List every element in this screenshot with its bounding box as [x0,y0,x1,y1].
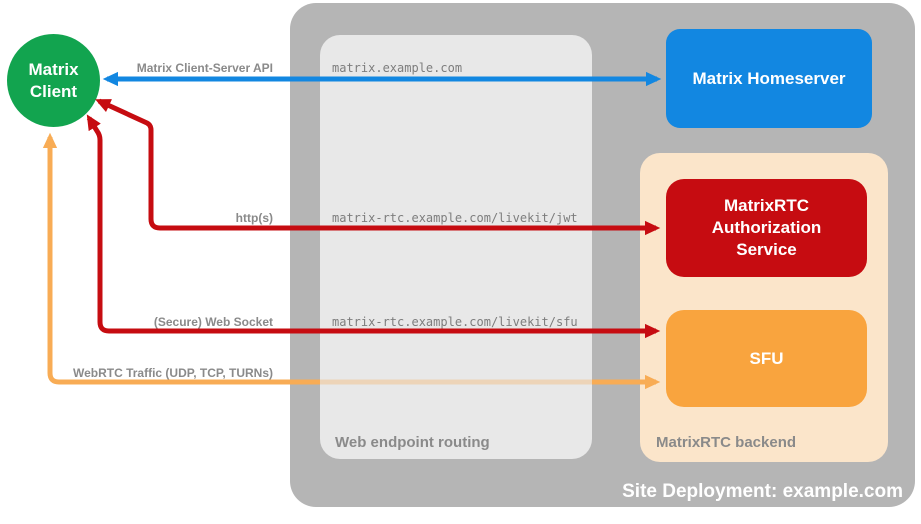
matrix-homeserver-node: Matrix Homeserver [666,29,872,128]
homeserver-endpoint-url: matrix.example.com [332,61,463,75]
web-endpoint-routing-caption: Web endpoint routing [335,434,490,451]
matrixrtc-backend-caption: MatrixRTC backend [656,434,797,451]
cs-api-arrow-label: Matrix Client-Server API [136,61,273,75]
site-deployment-caption: Site Deployment: example.com [622,481,903,502]
matrix-client-label-line2: Client [29,81,78,101]
webrtc-arrow-label: WebRTC Traffic (UDP, TCP, TURNs) [72,366,273,380]
web-endpoint-routing-container [320,35,592,459]
matrix-client-node: Matrix Client [7,34,100,127]
sfu-node: SFU [666,310,867,407]
https-arrow-label: http(s) [235,211,273,225]
jwt-endpoint-url: matrix-rtc.example.com/livekit/jwt [332,211,578,225]
websocket-arrow-label: (Secure) Web Socket [153,315,273,329]
sfu-endpoint-url: matrix-rtc.example.com/livekit/sfu [332,315,578,329]
matrixrtc-authorization-service-node: MatrixRTC Authorization Service [666,179,867,277]
webrtc-arrow [42,132,320,385]
matrix-client-label-line1: Matrix [28,60,79,80]
